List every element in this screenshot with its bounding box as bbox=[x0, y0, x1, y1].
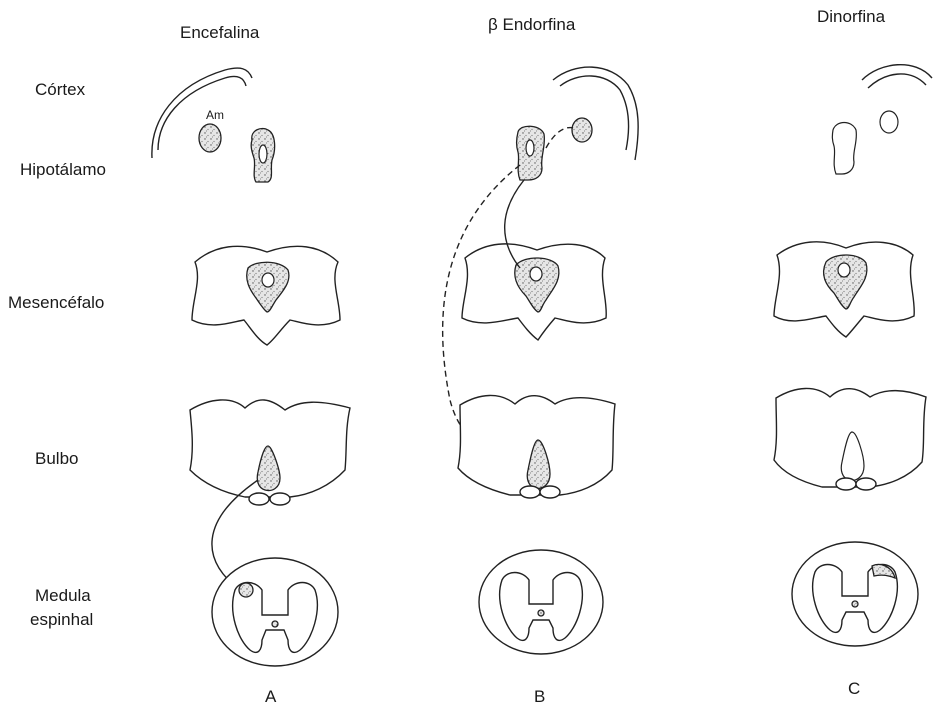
central-canal-b bbox=[538, 610, 544, 616]
column-letter-c: C bbox=[848, 679, 860, 698]
row-label-medula-line2: espinhal bbox=[30, 610, 93, 629]
column-c-drawings bbox=[774, 65, 932, 646]
dorsal-horn-stain-a bbox=[239, 583, 253, 597]
pyramid-left-b bbox=[520, 486, 540, 498]
hypothalamus-ventricle-b bbox=[526, 140, 534, 156]
row-label-cortex: Córtex bbox=[35, 80, 86, 99]
row-label-medula-line1: Medula bbox=[35, 586, 91, 605]
projection-hypo-amygdala-b bbox=[546, 128, 574, 148]
amygdala-c bbox=[880, 111, 898, 133]
hypothalamus-c bbox=[832, 123, 856, 175]
central-canal-a bbox=[272, 621, 278, 627]
cortex-arc-c-inner bbox=[868, 74, 926, 88]
cortex-arc-b-inner bbox=[560, 76, 628, 150]
spinal-cord-c bbox=[792, 542, 918, 646]
cortex-arc-b bbox=[553, 67, 638, 160]
column-title-a: Encefalina bbox=[180, 23, 260, 42]
aqueduct-a bbox=[262, 273, 274, 287]
pyramid-right-a bbox=[270, 493, 290, 505]
column-letter-b: B bbox=[534, 687, 545, 706]
cortex-arc-c bbox=[862, 65, 932, 80]
column-a-drawings: Am bbox=[152, 68, 350, 666]
column-letter-a: A bbox=[265, 687, 277, 706]
central-canal-c bbox=[852, 601, 858, 607]
amygdala-label: Am bbox=[206, 108, 224, 122]
pyramid-left-c bbox=[836, 478, 856, 490]
column-title-b: β Endorfina bbox=[488, 15, 576, 34]
pyramid-right-c bbox=[856, 478, 876, 490]
aqueduct-b bbox=[530, 267, 542, 281]
column-b-drawings bbox=[443, 67, 639, 654]
row-label-mesencefalo: Mesencéfalo bbox=[8, 293, 104, 312]
amygdala-a bbox=[199, 124, 221, 152]
row-label-hipotalamo: Hipotálamo bbox=[20, 160, 106, 179]
spinal-cord-b bbox=[479, 550, 603, 654]
aqueduct-c bbox=[838, 263, 850, 277]
spinal-cord-a bbox=[212, 558, 338, 666]
amygdala-b bbox=[572, 118, 592, 142]
column-title-c: Dinorfina bbox=[817, 7, 886, 26]
row-label-bulbo: Bulbo bbox=[35, 449, 78, 468]
hypothalamus-ventricle-a bbox=[259, 145, 267, 163]
pyramid-left-a bbox=[249, 493, 269, 505]
pyramid-right-b bbox=[540, 486, 560, 498]
